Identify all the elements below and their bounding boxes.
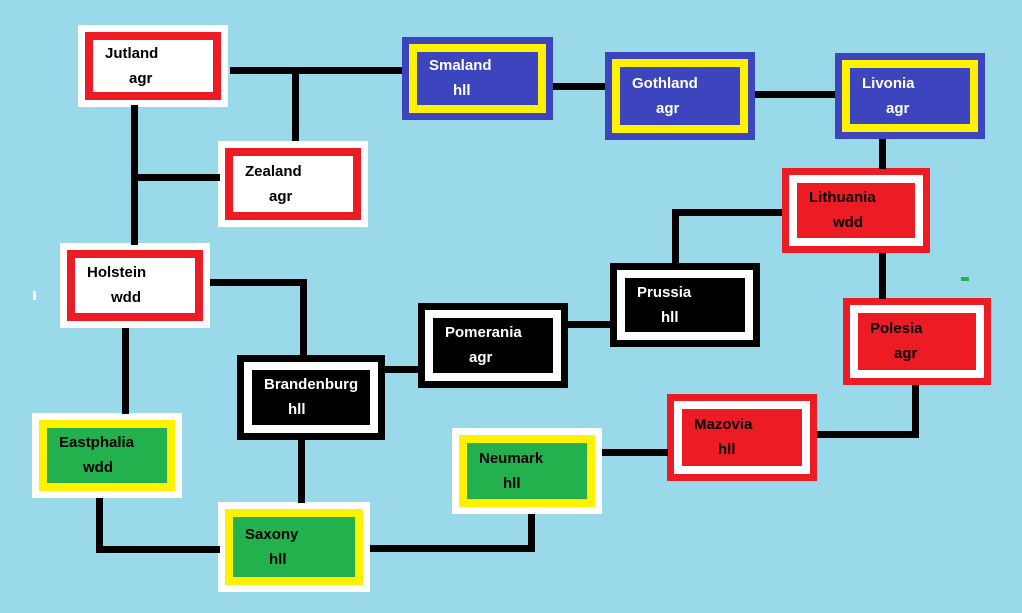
node-attr-label: hll bbox=[269, 550, 287, 568]
node-fill: Brandenburg hll bbox=[252, 370, 370, 425]
node-name-label: Smaland bbox=[429, 57, 492, 74]
node-name-label: Saxony bbox=[245, 525, 299, 543]
node-fill: Mazovia hll bbox=[682, 409, 802, 466]
node-attr-label: hll bbox=[503, 474, 521, 492]
node-name-label: Brandenburg bbox=[264, 376, 359, 393]
node-attr-label: wdd bbox=[833, 214, 863, 231]
node-jutland: Jutland agr bbox=[78, 25, 228, 107]
node-border: Smaland hll bbox=[409, 44, 546, 113]
edge-eastphalia-elbow-v bbox=[96, 498, 103, 553]
edge-livonia-lithuania bbox=[879, 139, 886, 169]
edge-polesia-mazovia-h bbox=[817, 431, 919, 438]
edge-lithuania-elbow-h bbox=[672, 209, 782, 216]
stray-mark-white-tick bbox=[33, 291, 36, 300]
node-fill: Saxony hll bbox=[233, 517, 355, 577]
node-border: Gothland agr bbox=[612, 59, 748, 133]
node-attr-label: hll bbox=[661, 308, 679, 326]
node-fill: Gothland agr bbox=[620, 67, 740, 125]
node-holstein: Holstein wdd bbox=[60, 243, 210, 328]
node-attr-label: agr bbox=[129, 69, 153, 87]
node-border: Saxony hll bbox=[225, 509, 363, 585]
node-name-label: Prussia bbox=[637, 283, 692, 301]
node-lithuania: Lithuania wdd bbox=[782, 168, 930, 253]
node-attr-label: wdd bbox=[111, 289, 141, 306]
node-border: Jutland agr bbox=[85, 32, 221, 100]
node-name-label: Eastphalia bbox=[59, 434, 135, 451]
node-smaland: Smaland hll bbox=[402, 37, 553, 120]
node-border: Holstein wdd bbox=[67, 250, 203, 321]
node-border: Neumark hll bbox=[459, 435, 595, 507]
node-mazovia: Mazovia hll bbox=[667, 394, 817, 481]
node-border: Brandenburg hll bbox=[244, 362, 378, 433]
node-fill: Pomerania agr bbox=[433, 318, 553, 373]
node-fill: Smaland hll bbox=[417, 52, 538, 105]
node-border: Prussia hll bbox=[617, 270, 753, 340]
node-fill: Prussia hll bbox=[625, 278, 745, 332]
node-prussia: Prussia hll bbox=[610, 263, 760, 347]
node-attr-label: agr bbox=[894, 345, 918, 362]
node-name-label: Gothland bbox=[632, 74, 698, 92]
node-fill: Zealand agr bbox=[233, 156, 353, 212]
node-border: Zealand agr bbox=[225, 148, 361, 220]
node-fill: Livonia agr bbox=[850, 68, 970, 124]
node-attr-label: hll bbox=[453, 82, 471, 99]
node-fill: Lithuania wdd bbox=[797, 183, 915, 238]
node-attr-label: hll bbox=[288, 401, 306, 418]
node-border: Polesia agr bbox=[850, 305, 984, 378]
node-border: Pomerania agr bbox=[425, 310, 561, 381]
edge-saxony-neumark-v bbox=[528, 514, 535, 552]
node-name-label: Livonia bbox=[862, 74, 915, 92]
edge-lithuania-polesia bbox=[879, 253, 886, 299]
node-border: Lithuania wdd bbox=[789, 175, 923, 246]
node-attr-label: wdd bbox=[83, 459, 113, 476]
node-border: Mazovia hll bbox=[674, 401, 810, 474]
node-name-label: Lithuania bbox=[809, 189, 876, 206]
edge-polesia-elbow-v bbox=[912, 385, 919, 438]
node-attr-label: agr bbox=[469, 349, 493, 366]
node-name-label: Jutland bbox=[105, 44, 159, 62]
edge-neumark-mazovia bbox=[602, 449, 668, 456]
node-name-label: Pomerania bbox=[445, 324, 522, 341]
node-attr-label: agr bbox=[269, 187, 293, 205]
node-brandenburg: Brandenburg hll bbox=[237, 355, 385, 440]
node-fill: Jutland agr bbox=[93, 40, 213, 92]
node-attr-label: agr bbox=[656, 99, 680, 117]
node-name-label: Neumark bbox=[479, 449, 544, 467]
node-border: Livonia agr bbox=[842, 60, 978, 132]
edge-saxony-neumark-h bbox=[370, 545, 535, 552]
node-name-label: Holstein bbox=[87, 264, 147, 281]
stray-mark-green-tick bbox=[961, 277, 969, 281]
edge-jutland-smaland bbox=[230, 67, 402, 74]
edge-zealand-left-stub bbox=[134, 174, 220, 181]
node-fill: Holstein wdd bbox=[75, 258, 195, 313]
node-neumark: Neumark hll bbox=[452, 428, 602, 514]
node-attr-label: hll bbox=[718, 441, 736, 458]
node-livonia: Livonia agr bbox=[835, 53, 985, 139]
node-pomerania: Pomerania agr bbox=[418, 303, 568, 388]
node-fill: Neumark hll bbox=[467, 443, 587, 499]
node-name-label: Mazovia bbox=[694, 416, 753, 433]
node-saxony: Saxony hll bbox=[218, 502, 370, 592]
node-gothland: Gothland agr bbox=[605, 52, 755, 140]
edge-lithuania-prussia-v bbox=[672, 209, 679, 265]
edge-brandenburg-pomerania bbox=[385, 366, 419, 373]
node-zealand: Zealand agr bbox=[218, 141, 368, 227]
edge-tdrop-zealand bbox=[292, 70, 299, 141]
edge-holstein-brandenburg-v bbox=[300, 279, 307, 357]
node-eastphalia: Eastphalia wdd bbox=[32, 413, 182, 498]
edge-holstein-elbow-h bbox=[210, 279, 307, 286]
node-name-label: Zealand bbox=[245, 162, 302, 180]
node-fill: Polesia agr bbox=[858, 313, 976, 370]
node-border: Eastphalia wdd bbox=[39, 420, 175, 491]
node-polesia: Polesia agr bbox=[843, 298, 991, 385]
node-attr-label: agr bbox=[886, 99, 910, 117]
node-name-label: Polesia bbox=[870, 320, 923, 337]
node-fill: Eastphalia wdd bbox=[47, 428, 167, 483]
edge-holstein-eastphalia bbox=[122, 328, 129, 414]
edge-gothland-livonia bbox=[755, 91, 835, 98]
edge-brandenburg-saxony bbox=[298, 440, 305, 503]
edge-eastphalia-saxony-h bbox=[96, 546, 220, 553]
edge-pomerania-prussia bbox=[568, 321, 612, 328]
edge-smaland-gothland bbox=[553, 83, 605, 90]
